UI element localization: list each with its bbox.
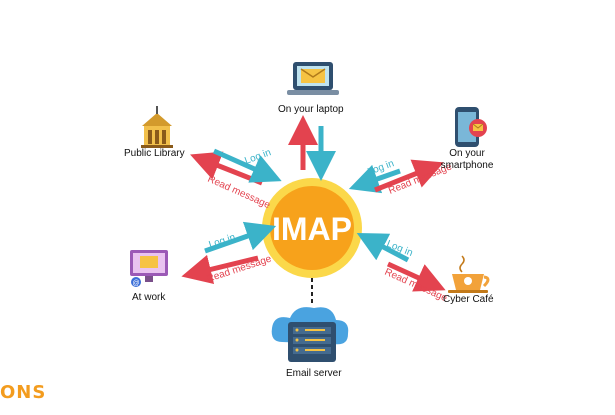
work-arrows [181, 221, 277, 285]
brand-logo-fragment: ONS [0, 382, 47, 403]
laptop-arrows [288, 115, 336, 181]
library-icon [141, 106, 173, 148]
label-cafe: Cyber Café [443, 294, 494, 305]
label-smartphone-line1: On your [449, 148, 485, 159]
label-library: Public Library [124, 148, 185, 159]
hub-label: IMAP [272, 211, 352, 247]
work-desk-icon: @ [130, 250, 168, 287]
label-library-read: Read message [206, 174, 272, 212]
label-laptop: On your laptop [278, 104, 344, 115]
label-cafe-read: Read message [383, 267, 449, 305]
label-smartphone: On your smartphone [436, 148, 498, 172]
library-arrows [190, 148, 282, 186]
label-smartphone-line2: smartphone [440, 160, 494, 171]
email-server-icon [271, 307, 349, 362]
imap-hub: IMAP [262, 178, 362, 278]
label-work-login: Log in [208, 232, 237, 251]
laptop-icon [287, 62, 339, 95]
smartphone-arrows [348, 159, 444, 194]
label-server: Email server [286, 368, 342, 379]
label-work: At work [132, 292, 166, 303]
coffee-cup-icon [448, 255, 490, 293]
label-library-login: Log in [243, 147, 272, 167]
smartphone-icon [455, 107, 487, 147]
svg-text:@: @ [132, 280, 139, 287]
cafe-arrows [356, 233, 446, 292]
